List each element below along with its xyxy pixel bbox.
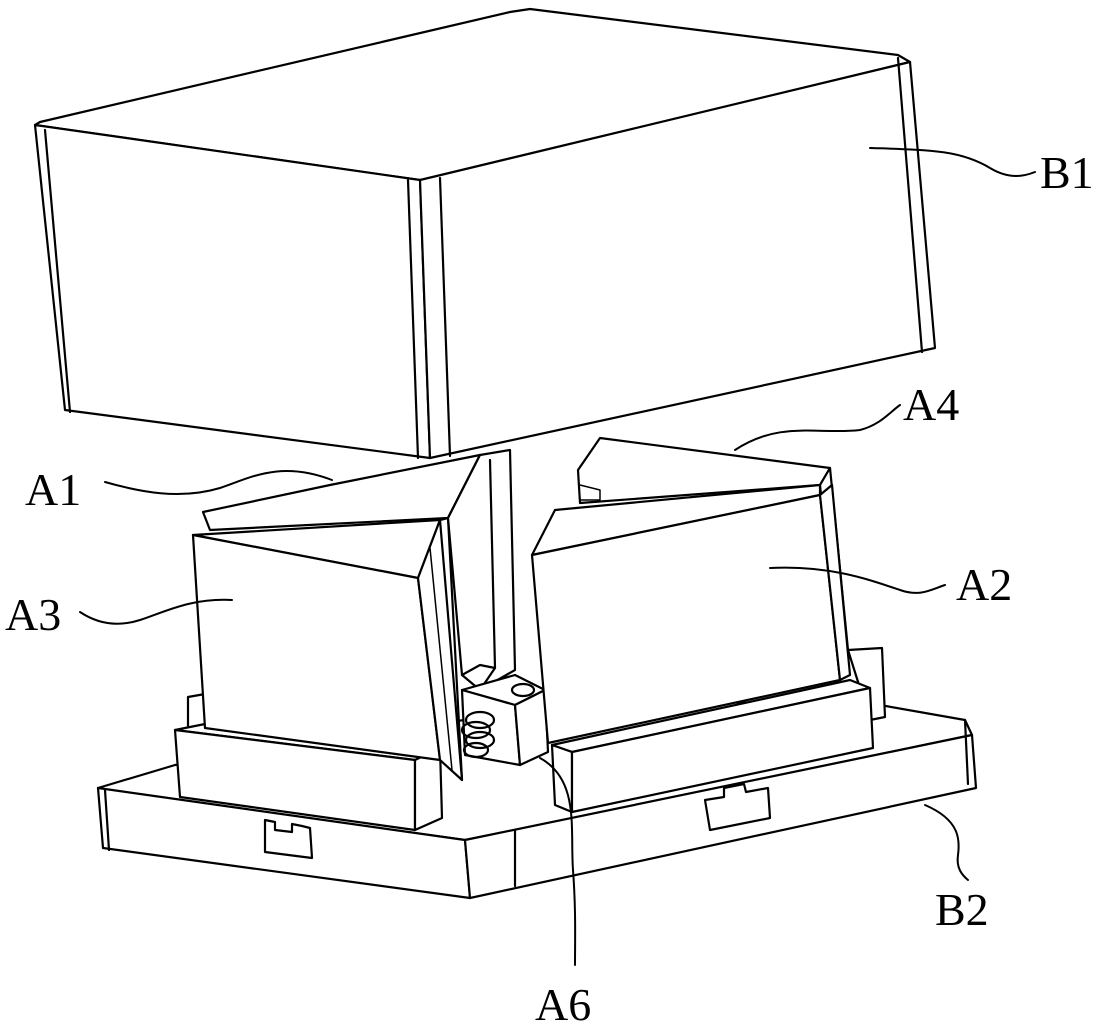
label-b1: B1: [1040, 147, 1094, 198]
leader-a2: [769, 566, 946, 594]
block-a3: [191, 518, 464, 782]
leader-b2: [924, 804, 969, 881]
block-a2: [530, 483, 852, 745]
leader-a3: [79, 598, 233, 625]
label-b2: B2: [935, 884, 989, 935]
label-a2: A2: [956, 559, 1012, 610]
center-column: [446, 448, 517, 692]
label-a4: A4: [903, 379, 959, 430]
label-a6: A6: [535, 979, 591, 1030]
callout-labels: B1 A4 A1 A2 A3 B2 A6: [5, 147, 1094, 1030]
label-a3: A3: [5, 589, 61, 640]
right-rail: [550, 646, 887, 814]
leader-a1: [104, 469, 333, 496]
top-box-b1: [33, 7, 937, 460]
leader-a6: [539, 757, 577, 966]
label-a1: A1: [25, 464, 81, 515]
leader-a4: [734, 404, 901, 451]
leader-lines: [79, 147, 1036, 966]
leader-b1: [869, 147, 1036, 177]
center-block-a6: [460, 673, 550, 767]
